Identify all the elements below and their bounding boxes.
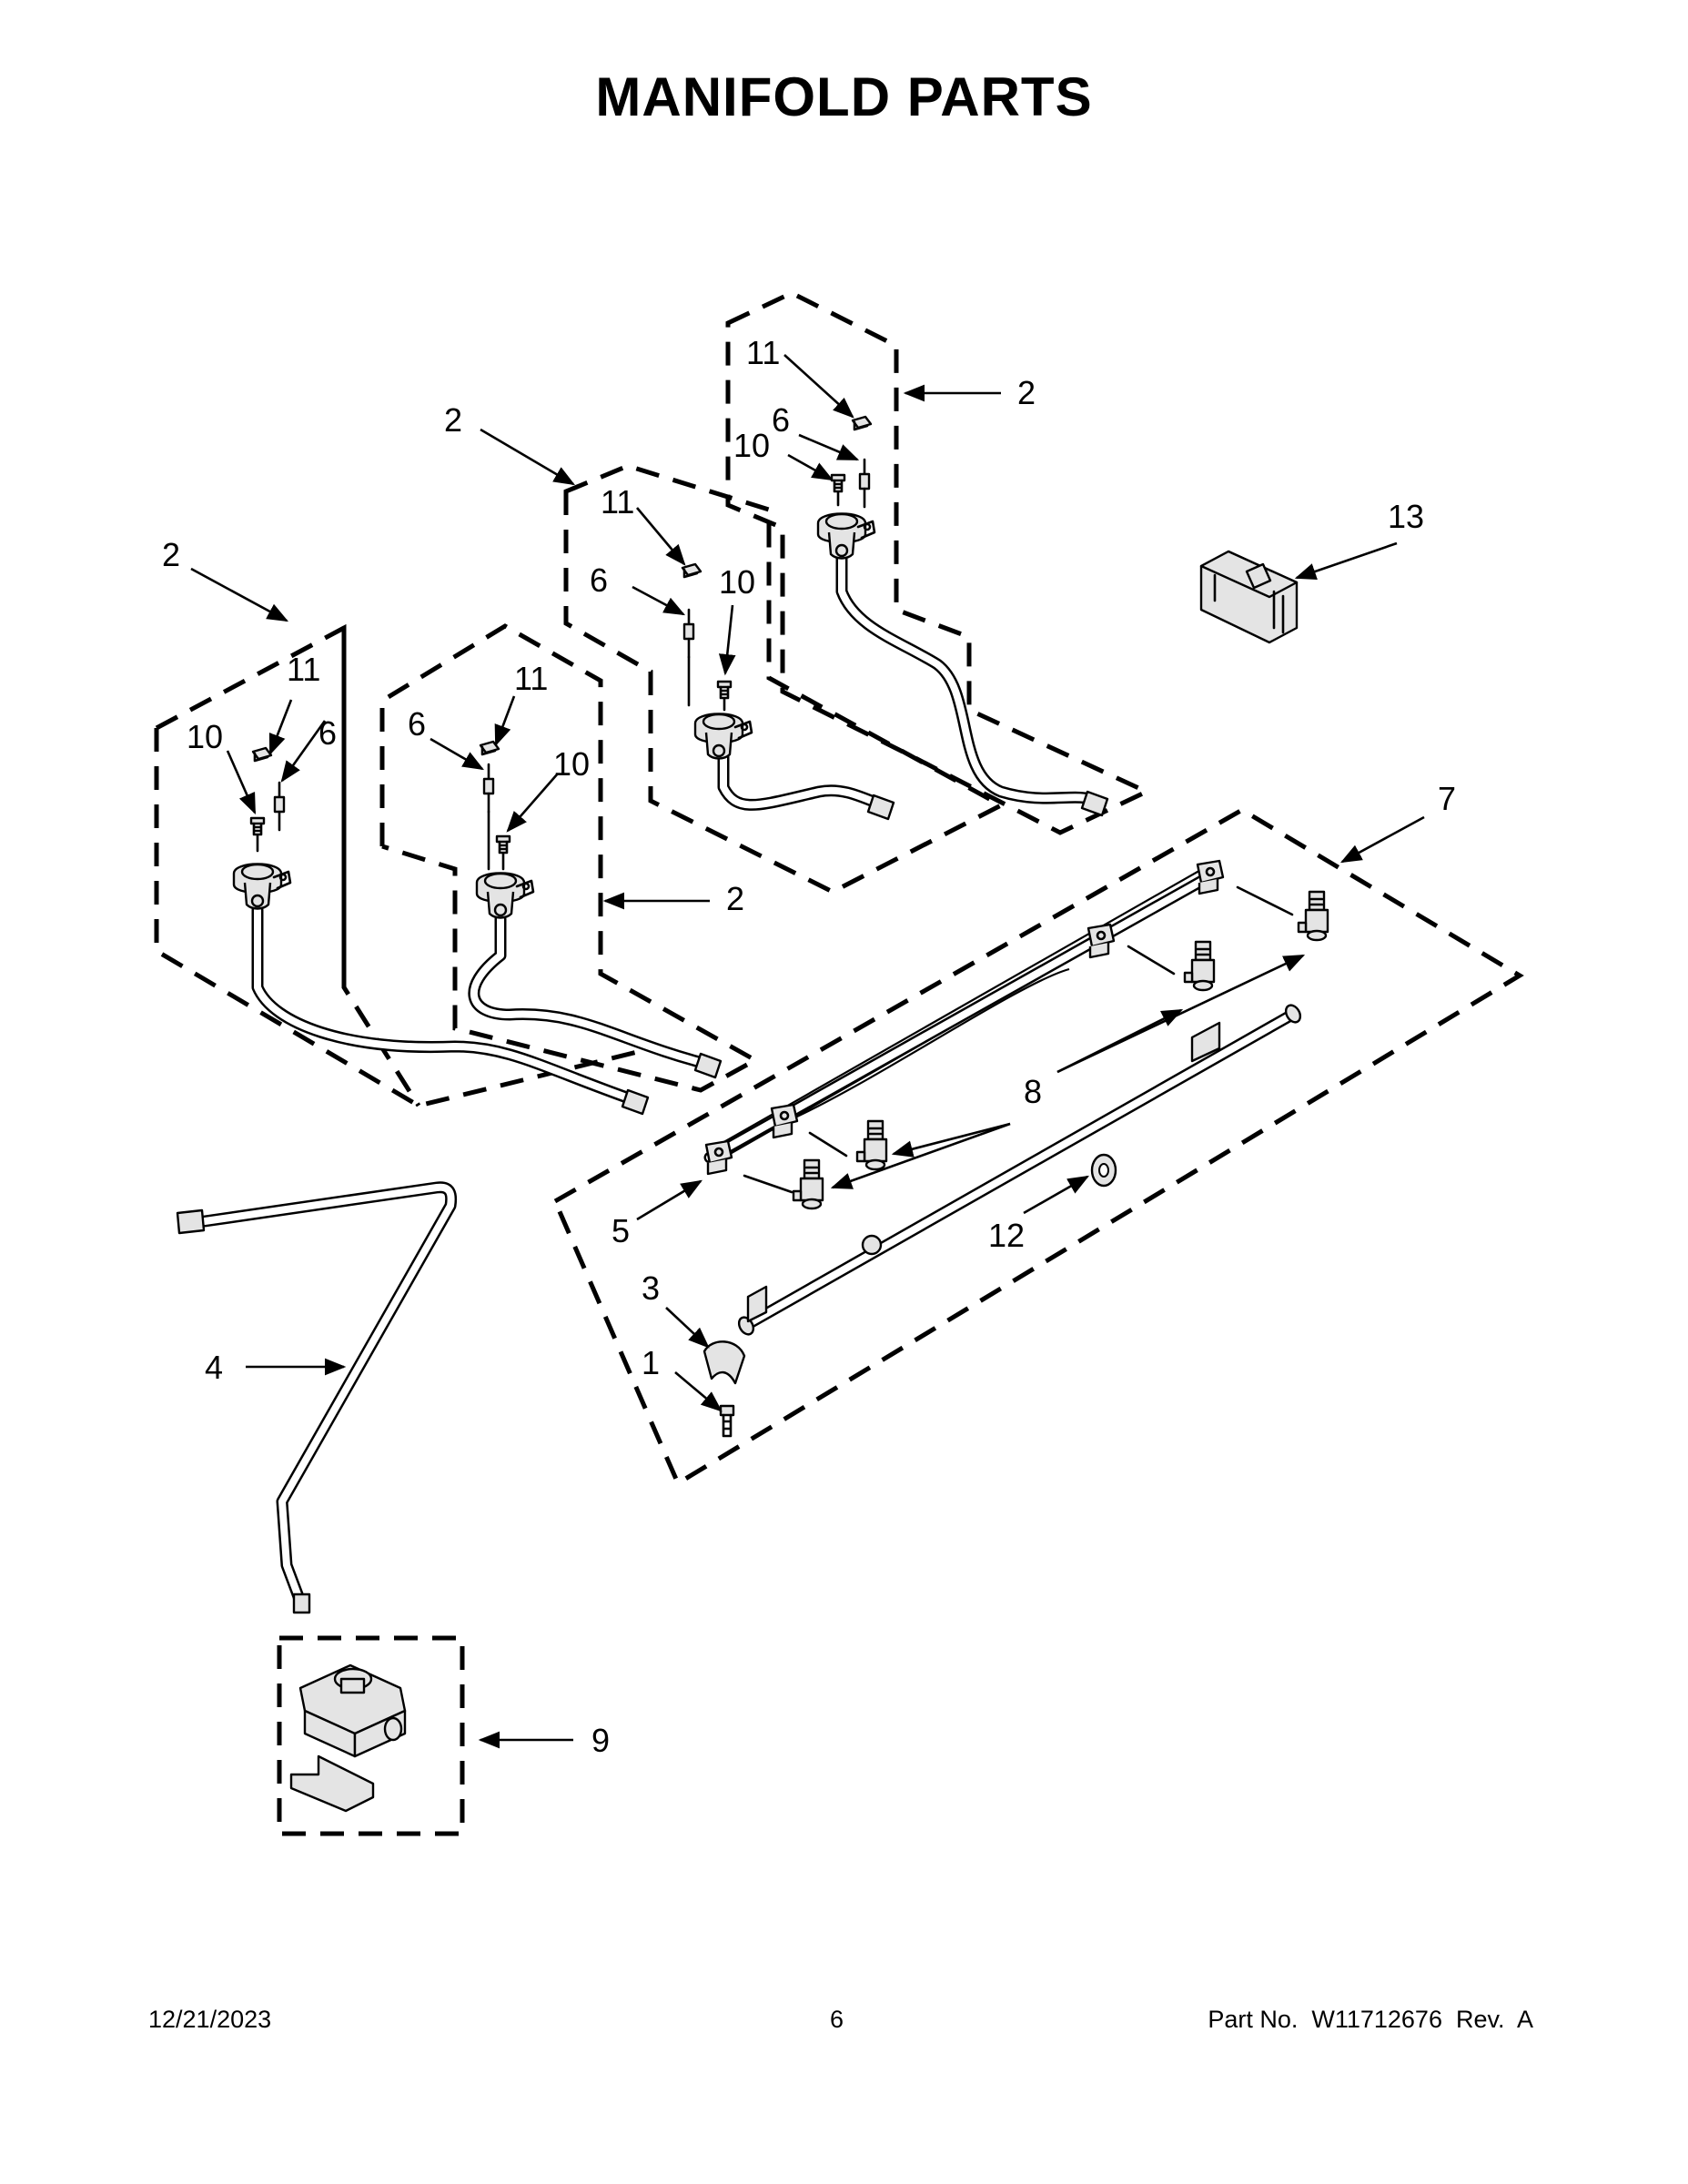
callout-13: 13 xyxy=(1388,498,1424,535)
callout-10-center-left: 10 xyxy=(553,745,590,783)
callout-11-center: 11 xyxy=(601,483,634,521)
regulator-group xyxy=(277,1635,465,1836)
manifold-bracket-1 xyxy=(704,1139,733,1176)
footer-part-number: Part No. W11712676 Rev. A xyxy=(1208,2006,1533,2033)
callout-8: 8 xyxy=(1024,1073,1042,1110)
burner-assembly-group-rear xyxy=(725,290,1152,835)
tube-fitting-center xyxy=(866,794,895,821)
clip-center xyxy=(681,562,702,579)
callout-12: 12 xyxy=(988,1217,1025,1254)
screw-left xyxy=(249,816,266,836)
mounting-bolt xyxy=(719,1404,735,1438)
screw-center xyxy=(716,680,733,700)
tube-fitting-rear xyxy=(1080,790,1109,817)
pressure-regulator xyxy=(289,1663,407,1813)
burner-assembly-group-center-left xyxy=(379,623,761,1093)
callout-4: 4 xyxy=(205,1349,223,1386)
manifold-group xyxy=(551,807,1524,1487)
pipe-clamp xyxy=(702,1340,746,1385)
electrode-center-left xyxy=(482,763,495,814)
callout-7: 7 xyxy=(1438,780,1456,817)
main-manifold-pipe xyxy=(737,1004,1302,1336)
electrode-center xyxy=(682,608,695,659)
tube-fitting-left xyxy=(621,1088,650,1116)
footer-page-number: 6 xyxy=(830,2006,844,2033)
callout-10-center: 10 xyxy=(719,563,755,601)
callout-6-center-left: 6 xyxy=(408,705,426,743)
callout-2-left: 2 xyxy=(162,536,180,573)
callout-6-left: 6 xyxy=(318,714,337,752)
screw-rear xyxy=(830,473,846,493)
valve-4 xyxy=(1297,890,1329,942)
electrode-rear xyxy=(858,458,871,509)
burner-assembly-group-left xyxy=(154,623,661,1108)
burner-base-left xyxy=(232,863,292,910)
electrode-left xyxy=(273,781,286,832)
callout-11-left: 11 xyxy=(287,651,320,688)
callout-2-rear: 2 xyxy=(1017,374,1036,411)
screw-center-left xyxy=(495,834,511,854)
valve-2 xyxy=(855,1119,888,1171)
callout-6-center: 6 xyxy=(590,561,608,599)
manifold-bracket-3 xyxy=(1087,923,1116,959)
callout-2-center-left: 2 xyxy=(726,880,744,917)
callout-3: 3 xyxy=(642,1269,660,1307)
callout-11-center-left: 11 xyxy=(514,660,548,697)
callout-leaders xyxy=(190,354,1425,1749)
valve-1 xyxy=(792,1158,824,1210)
tube-fitting-center-left xyxy=(693,1052,723,1079)
callout-10-rear: 10 xyxy=(733,427,770,464)
gas-supply-tube xyxy=(176,1181,458,1614)
burner-base-rear xyxy=(816,512,876,560)
manifold-bracket-2 xyxy=(770,1103,799,1139)
callout-1: 1 xyxy=(642,1344,660,1381)
washer xyxy=(1090,1153,1117,1188)
spark-module xyxy=(1199,550,1299,644)
burner-base-center-left xyxy=(475,872,535,919)
page-title: MANIFOLD PARTS xyxy=(595,66,1093,127)
manifold-bracket-4 xyxy=(1196,859,1225,895)
callout-6-rear: 6 xyxy=(772,401,790,439)
callout-11-rear: 11 xyxy=(746,334,780,371)
clip-left xyxy=(251,746,273,763)
footer-date: 12/21/2023 xyxy=(148,2006,272,2033)
callout-10-left: 10 xyxy=(187,718,223,755)
valve-3 xyxy=(1183,940,1216,992)
callout-2-center: 2 xyxy=(444,401,462,439)
callout-9: 9 xyxy=(591,1722,610,1759)
clip-rear xyxy=(851,415,873,431)
callout-labels: 2 2 2 2 11 11 11 11 6 6 6 6 10 10 10 10 … xyxy=(162,334,1456,1759)
callout-5: 5 xyxy=(612,1212,630,1249)
burner-assembly-group-center xyxy=(563,463,1006,895)
burner-base-center xyxy=(693,713,753,760)
